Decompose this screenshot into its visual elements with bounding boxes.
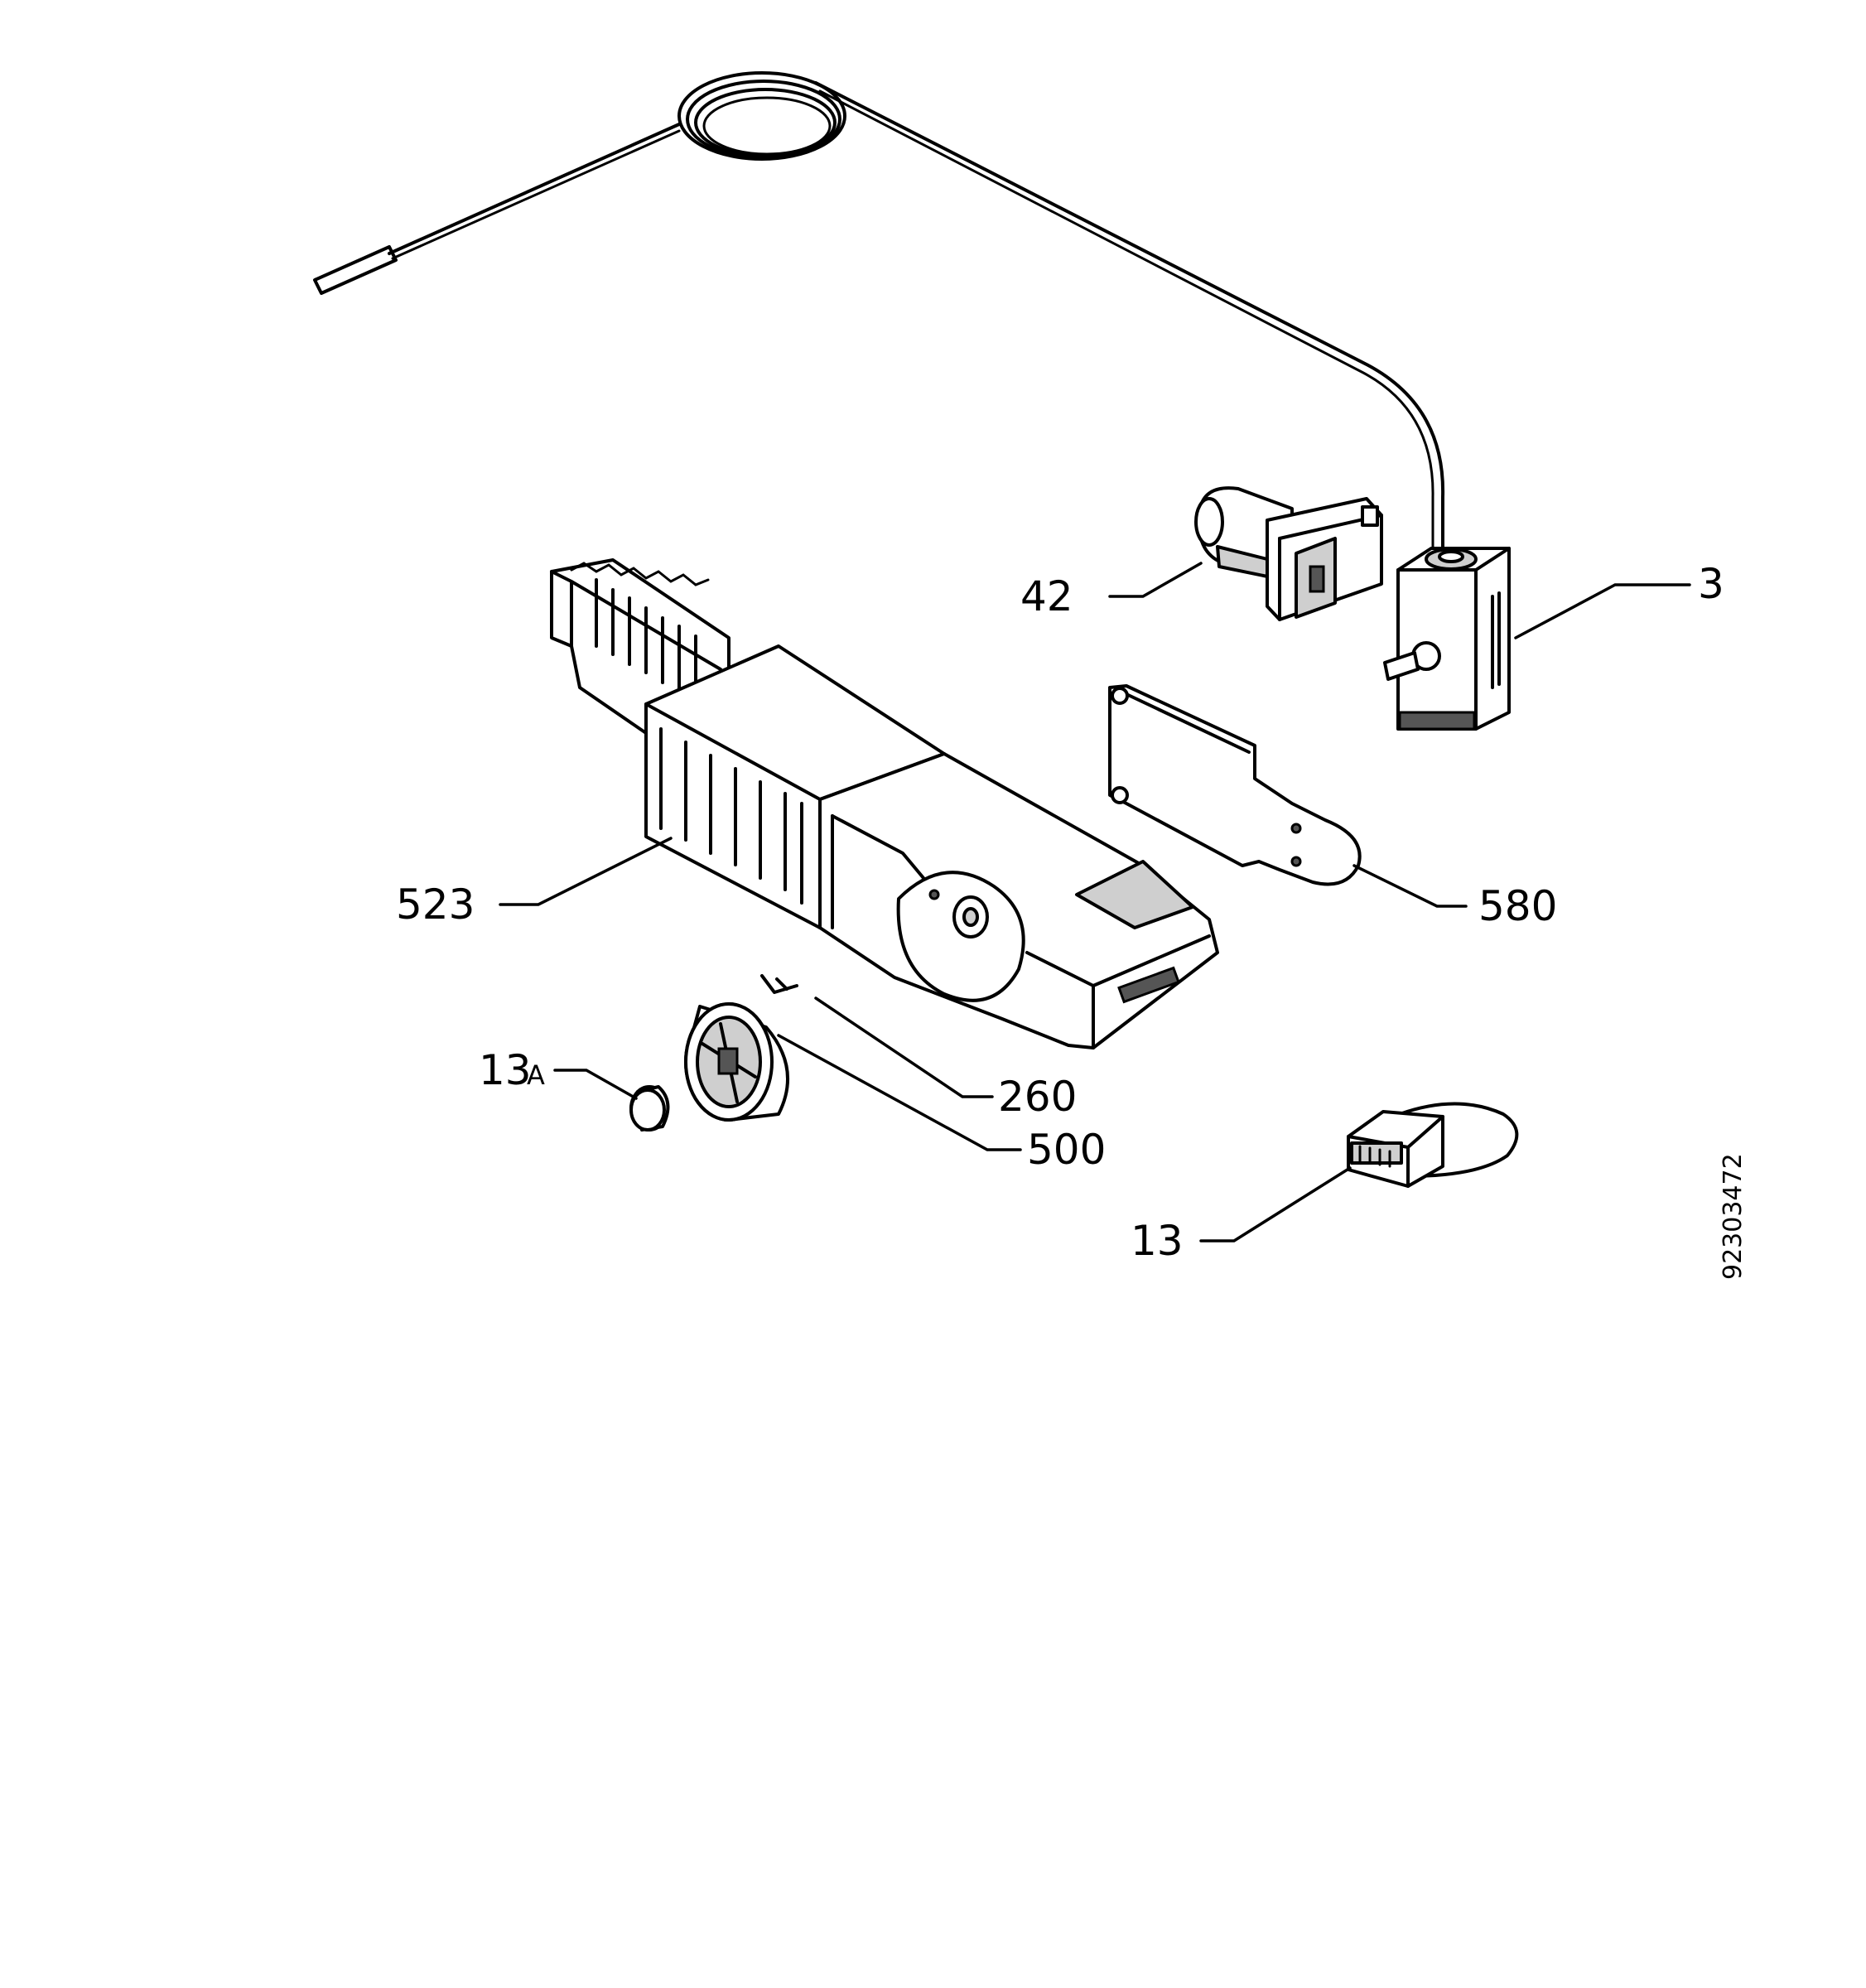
- label-part-3: 3: [1698, 560, 1724, 608]
- knob-part-500: [684, 1002, 789, 1122]
- leader-3: [1514, 583, 1691, 639]
- label-part-260: 260: [998, 1073, 1077, 1121]
- label-part-13a-suffix: A: [527, 1059, 545, 1091]
- leader-500: [777, 1034, 1022, 1151]
- label-part-13: 13: [1131, 1217, 1184, 1265]
- document-number: 92303472: [1719, 1153, 1748, 1280]
- label-part-580: 580: [1478, 882, 1557, 930]
- cap-part-13a: [629, 1085, 670, 1132]
- leader-13: [1199, 1166, 1352, 1242]
- label-part-500: 500: [1027, 1126, 1106, 1174]
- lamp-holder-part-42: [1194, 486, 1383, 621]
- leader-523: [499, 837, 673, 906]
- leader-42: [1108, 562, 1203, 598]
- thermostat-part-3: [1383, 547, 1511, 731]
- label-part-13a-number: 13: [479, 1046, 532, 1094]
- label-part-523: 523: [396, 881, 475, 929]
- leader-580: [1352, 864, 1468, 908]
- thermostat-capillary: [313, 71, 1445, 555]
- label-part-42: 42: [1020, 572, 1073, 620]
- leader-lines: [499, 562, 1691, 1242]
- clip-part-260: [760, 974, 798, 994]
- leader-260: [814, 996, 994, 1098]
- rib-group-front: [659, 727, 803, 905]
- dial-boss: [896, 871, 1025, 1002]
- cover-plate-part-580: [1108, 684, 1362, 886]
- leader-13a: [553, 1069, 638, 1100]
- housing-part-523: [550, 558, 1219, 1049]
- push-button-part-13: [1347, 1102, 1519, 1188]
